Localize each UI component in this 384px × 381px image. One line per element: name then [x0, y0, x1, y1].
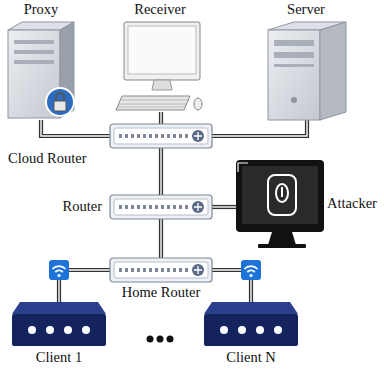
- illustration-layer-part: [49, 260, 69, 280]
- server-tower-icon-part: [320, 22, 346, 120]
- node-label: Cloud Router: [8, 151, 87, 167]
- server-tower-icon-part: [268, 30, 320, 120]
- ellipsis-dots-part: [147, 336, 154, 343]
- illustration-layer-part: [110, 124, 212, 148]
- node-label: Server: [287, 2, 325, 18]
- proxy-server-icon: [8, 22, 74, 118]
- illustration-layer-part: [204, 302, 298, 346]
- connector-inner: [212, 206, 236, 207]
- ellipsis-dots-part: [157, 336, 164, 343]
- illustration-layer-part: [110, 195, 212, 219]
- client-node: Client N: [204, 302, 298, 346]
- node-label: Proxy: [24, 2, 59, 18]
- connector-inner: [41, 120, 110, 136]
- connector-outer: [159, 112, 163, 124]
- connector-outer: [212, 120, 307, 136]
- server-tower-icon-part: [274, 52, 314, 58]
- node-label: Client N: [226, 350, 276, 366]
- node-label: Router: [63, 199, 102, 215]
- server-node: Server: [268, 22, 346, 120]
- proxy-server-icon-part: [14, 40, 54, 44]
- attacker-monitor-icon-part: [268, 175, 296, 215]
- connector-outer: [41, 120, 110, 136]
- attacker-monitor-icon-part: [258, 244, 306, 248]
- node-label: Home Router: [122, 285, 201, 301]
- double-line-connector: [212, 120, 307, 136]
- connector-inner: [212, 120, 307, 136]
- illustration-layer-part: [12, 302, 106, 346]
- desktop-computer-icon-part: [117, 100, 188, 107]
- server-tower-icon: [268, 22, 346, 120]
- desktop-computer-icon-part: [194, 98, 202, 110]
- receiver-node: Receiver: [116, 22, 202, 112]
- proxy-node: Proxy: [8, 22, 74, 120]
- node-label: Receiver: [134, 2, 186, 18]
- double-line-connector: [41, 120, 110, 136]
- server-tower-icon-part: [274, 40, 314, 46]
- attacker-monitor-icon-part: [236, 160, 324, 232]
- ellipsis-dots: [147, 336, 174, 343]
- node-label: Attacker: [327, 196, 377, 212]
- attacker-monitor-icon-part: [268, 232, 296, 245]
- desktop-computer-icon-part: [116, 96, 190, 110]
- double-line-connector: [161, 112, 162, 124]
- connector-outer: [212, 205, 236, 209]
- attacker-monitor-icon-part: [281, 187, 283, 197]
- node-label: Client 1: [36, 350, 82, 366]
- attacker-monitor-icon: [236, 160, 324, 248]
- server-tower-icon-part: [274, 64, 314, 67]
- attacker-monitor-icon-part: [242, 166, 318, 224]
- connector-inner: [160, 148, 161, 195]
- double-line-connector: [212, 207, 236, 208]
- desktop-computer-icon-part: [128, 26, 196, 74]
- attacker-monitor-icon-part: [276, 184, 288, 202]
- server-tower-icon-part: [291, 97, 297, 103]
- illustration-layer-part: [110, 258, 212, 282]
- attacker-monitor-icon-part: [238, 163, 248, 172]
- proxy-server-icon-part: [14, 60, 54, 64]
- proxy-server-icon-part: [46, 88, 74, 116]
- connector-outer: [159, 148, 163, 195]
- cloud-router-node: Cloud Router: [110, 124, 212, 148]
- proxy-server-icon-part: [14, 50, 54, 54]
- client-node: Client 1: [12, 302, 106, 346]
- illustration-layer-part: [241, 260, 261, 280]
- desktop-computer-icon-part: [124, 22, 200, 80]
- desktop-computer-icon: [116, 22, 202, 110]
- attacker-node: Attacker: [236, 158, 324, 248]
- proxy-server-icon-part: [56, 93, 64, 101]
- connector-inner: [160, 112, 161, 124]
- double-line-connector: [161, 148, 162, 195]
- router-node: Router: [110, 195, 212, 219]
- ellipsis-dots-part: [167, 336, 174, 343]
- desktop-computer-icon-part: [152, 80, 172, 90]
- home-router-node: Home Router: [110, 258, 212, 282]
- proxy-server-icon-part: [54, 101, 66, 111]
